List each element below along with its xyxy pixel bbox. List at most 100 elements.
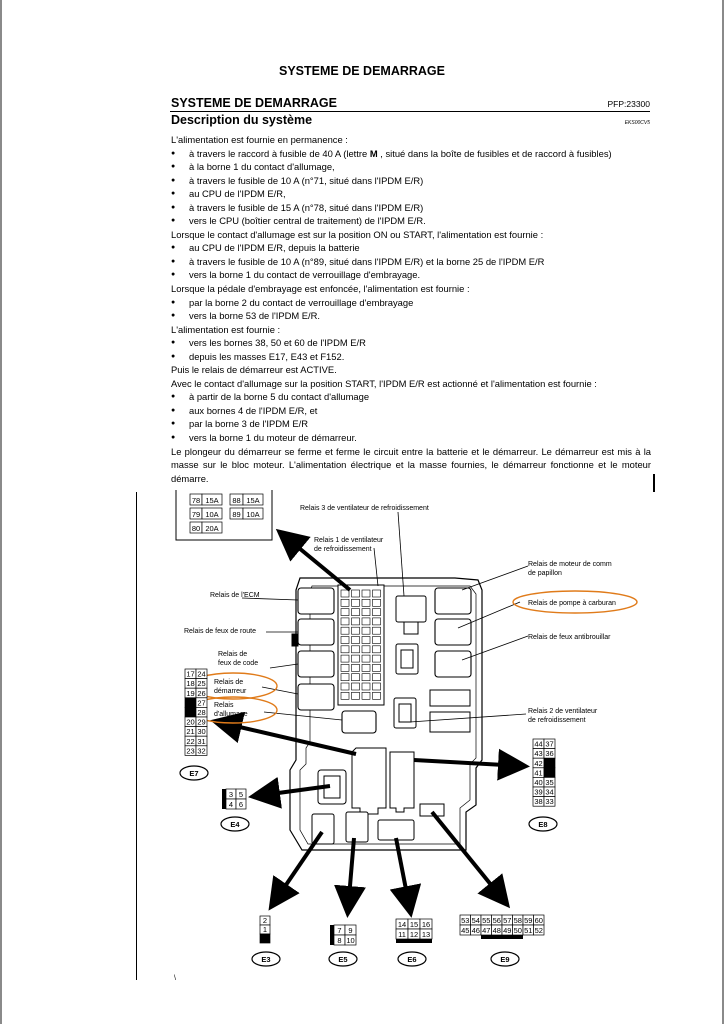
pin-number: 11 — [398, 930, 406, 939]
pin-number: 46 — [472, 926, 480, 935]
label-ecm: Relais de l'ECM — [210, 592, 260, 599]
fuse-bank — [337, 584, 385, 706]
fuse-table-value: 88 — [232, 496, 240, 505]
bullet-item: au CPU de l'IPDM E/R, — [171, 187, 651, 201]
fuse-slot — [340, 608, 350, 616]
fuse-table-cell — [201, 521, 223, 534]
paragraph: Le plongeur du démarreur se ferme et fer… — [171, 445, 651, 484]
pin-number: 55 — [482, 916, 490, 925]
pin-number: 52 — [535, 926, 543, 935]
relay-ventilateur-3 — [395, 595, 427, 623]
pin-number: 13 — [422, 930, 430, 939]
paragraph: L'alimentation est fournie en permanence… — [171, 134, 348, 145]
fuse-slot — [340, 645, 350, 654]
stray-mark: \ — [174, 975, 176, 982]
pin-number: 28 — [197, 708, 205, 717]
leader-lines — [241, 511, 529, 723]
fuse-slot — [372, 626, 381, 635]
fuse-table-value: 15A — [205, 496, 218, 505]
bullet-item: à partir de la borne 5 du contact d'allu… — [171, 390, 651, 404]
fuse-table-cell — [242, 507, 264, 520]
badge-e6-label: E6 — [407, 955, 416, 964]
fuse-table-value: 89 — [232, 510, 240, 519]
fuse-slot — [361, 636, 371, 644]
pin-number: 15 — [410, 920, 418, 929]
pin-number: 10 — [346, 936, 354, 945]
badge-e9-label: E9 — [500, 955, 509, 964]
section-code: EKS00CV5 — [624, 120, 650, 126]
badge-e3 — [251, 951, 281, 967]
bullet-item: à travers le fusible de 10 A (n°89, situ… — [171, 255, 651, 269]
pin-number: 37 — [545, 740, 553, 749]
fuse-table-cell — [242, 493, 264, 506]
fuse-slot — [340, 636, 350, 644]
section-subtitle: Description du système — [171, 113, 313, 127]
figure-left-border — [136, 492, 137, 980]
fuse-table-value: 15A — [246, 496, 259, 505]
page-frame-right — [722, 0, 724, 1024]
pin-number: 38 — [534, 797, 542, 806]
fuse-slot — [351, 636, 360, 644]
pin-number: 26 — [197, 689, 205, 698]
section-ref: PFP:23300 — [607, 99, 650, 109]
pin-number: 58 — [514, 916, 522, 925]
pin-cell — [543, 767, 556, 778]
fuse-slot — [351, 589, 360, 598]
pin-number: 29 — [197, 718, 205, 727]
label-demarreur-line2: démarreur — [214, 688, 247, 695]
paragraph: Puis le relais de démarreur est ACTIVE. — [171, 364, 337, 376]
bullet-item: vers la borne 1 du contact de verrouilla… — [171, 268, 651, 282]
pin-number: 9 — [348, 926, 352, 935]
fuse-slot — [351, 691, 360, 700]
page-header-title: SYSTEME DE DEMARRAGE — [279, 64, 445, 78]
fuse-table-cell — [201, 493, 223, 506]
fuse-slot — [351, 598, 360, 607]
fuse-slot — [361, 682, 371, 691]
callout-labels: Relais 3 de ventilateur de refroidisseme… — [184, 505, 616, 724]
pin-number: 51 — [524, 926, 532, 935]
relay-feux-antibrouillard — [434, 650, 472, 678]
pin-number: 30 — [197, 727, 205, 736]
badge-e3-label: E3 — [261, 955, 270, 964]
pin-number: 18 — [186, 679, 194, 688]
fuse-slot — [351, 645, 360, 654]
bullet-item: par la borne 3 de l'IPDM E/R — [171, 417, 651, 431]
pin-number: 19 — [186, 689, 194, 698]
fuse-slot — [340, 664, 350, 672]
bullet-item: vers la borne 1 du moteur de démarreur. — [171, 431, 651, 445]
relay-allumage — [341, 710, 377, 734]
pin-cell — [543, 796, 556, 807]
label-relais-1-line1: Relais 1 de ventilateur — [314, 537, 384, 544]
label-relais-2-line2: de refroidissement — [528, 717, 586, 724]
badge-e9 — [490, 951, 520, 967]
pin-number: 1 — [263, 925, 267, 934]
description-text: L'alimentation est fournie en permanence… — [171, 133, 651, 485]
label-demarreur-line1: Relais de — [214, 679, 243, 686]
text-cursor — [653, 474, 655, 492]
label-relais-2-line1: Relais 2 de ventilateur — [528, 708, 598, 715]
pin-number: 34 — [545, 788, 553, 797]
connector-badge-labels: E7 E4 E8 E3 E5 E6 E9 — [189, 769, 547, 964]
fuse-slot — [361, 598, 371, 607]
fuse-table-cell — [201, 507, 223, 520]
fuse-slot — [361, 608, 371, 616]
fuse-slot — [372, 691, 381, 700]
bullet-item: au CPU de l'IPDM E/R, depuis la batterie — [171, 241, 651, 255]
fuse-slot — [361, 645, 371, 654]
badge-e5-label: E5 — [338, 955, 347, 964]
fuse-table-value: 10A — [205, 510, 218, 519]
relay-moteur-papillon — [434, 587, 472, 615]
center-components — [291, 595, 471, 845]
pin-number: 22 — [186, 737, 194, 746]
pin-cell — [184, 707, 197, 718]
label-feux-route: Relais de feux de route — [184, 628, 256, 635]
pin-number: 4 — [229, 800, 233, 809]
pointer-arrows — [210, 528, 530, 918]
fuse-table-value: 80 — [192, 524, 200, 533]
fuse-slot — [372, 617, 381, 626]
fuse-slot — [340, 626, 350, 635]
fuse-slot — [372, 645, 381, 654]
